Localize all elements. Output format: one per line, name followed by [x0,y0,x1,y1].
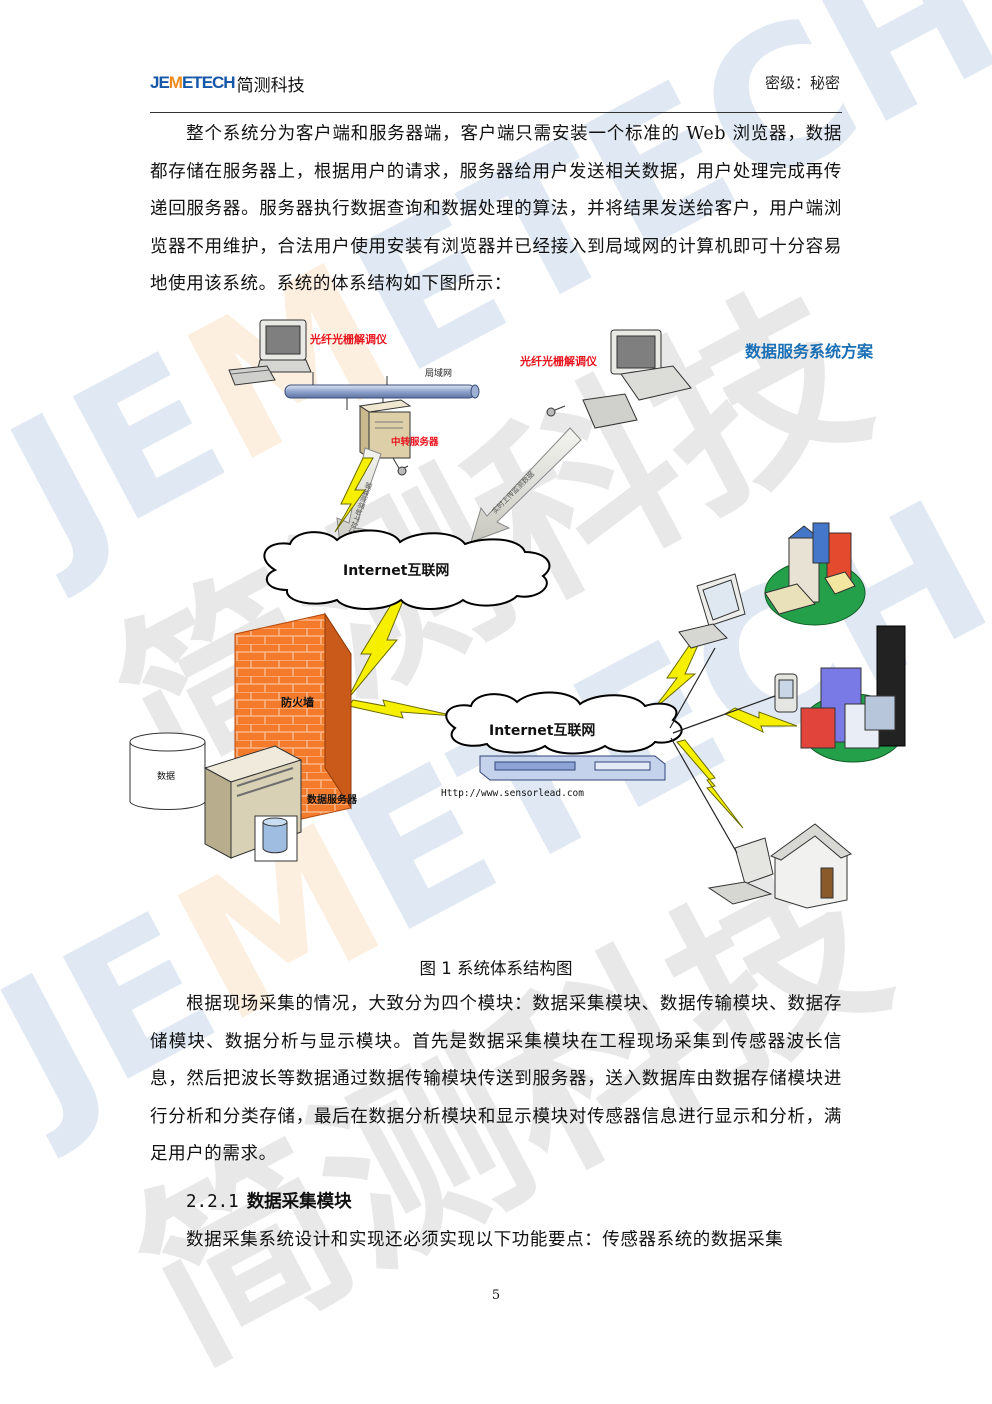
section-title: 数据采集模块 [246,1192,352,1212]
section-number: 2.2.1 [186,1192,239,1212]
database-icon: 数据 [129,732,206,811]
diagram-title: 数据服务系统方案 [745,342,874,361]
intro-paragraph: 整个系统分为客户端和服务器端，客户端只需安装一个标准的 Web 浏览器，数据都存… [150,124,842,294]
lan-label: 局域网 [425,367,452,379]
diagram-connectors [669,647,776,854]
svg-text:Internet互联网: Internet互联网 [343,563,449,579]
right-instrument-label: 光纤光栅解调仪 [519,354,598,368]
right-upload-arrow: 实时上传监测数据 [470,427,582,543]
svg-text:防火墙: 防火墙 [281,695,314,709]
town-scene-icon [764,522,866,626]
page-number: 5 [491,1288,501,1303]
header-divider [150,112,842,113]
svg-text:数据服务器: 数据服务器 [307,793,358,806]
client-monitor-icon [678,573,746,649]
svg-text:实时上传监测数据: 实时上传监测数据 [490,469,536,515]
city-scene-icon [800,625,906,763]
figure-caption: 图 1 系统体系结构图 [419,959,573,978]
system-architecture-diagram: 数据服务系统方案 光纤光栅解调仪 局域网 [129,319,906,909]
data-server-icon: 数据服务器 [203,745,358,862]
svg-text:数据: 数据 [157,770,175,782]
svg-text:Internet互联网: Internet互联网 [489,723,595,739]
company-logo: JEMETECH [150,73,236,92]
lightning-bolts [334,457,798,829]
right-workstation-icon [546,329,692,429]
collection-paragraph: 数据采集系统设计和实现还必须实现以下功能要点：传感器系统的数据采集 [186,1230,784,1250]
svg-text:Http://www.sensorlead.com: Http://www.sensorlead.com [441,788,584,799]
modules-paragraph: 根据现场采集的情况，大致分为四个模块：数据采集模块、数据传输模块、数据存储模块、… [150,994,842,1164]
company-name: 简测科技 [236,75,305,96]
web-server-icon: Http://www.sensorlead.com [441,755,666,799]
home-laptop-icon [707,837,774,905]
section-heading: 2.2.1 数据采集模块 [186,1184,352,1221]
internet-cloud-center: Internet互联网 [445,691,683,755]
header-brand: JEMETECH 简测科技 [150,70,305,96]
house-icon [769,823,852,909]
relay-server-label: 中转服务器 [391,436,439,448]
pda-icon [774,673,798,713]
internet-cloud-top: Internet互联网 [263,529,551,610]
left-instrument-label: 光纤光栅解调仪 [309,332,388,346]
left-workstation-icon [228,319,312,386]
relay-server-icon [358,399,412,476]
confidentiality-label: 密级：秘密 [764,74,840,92]
